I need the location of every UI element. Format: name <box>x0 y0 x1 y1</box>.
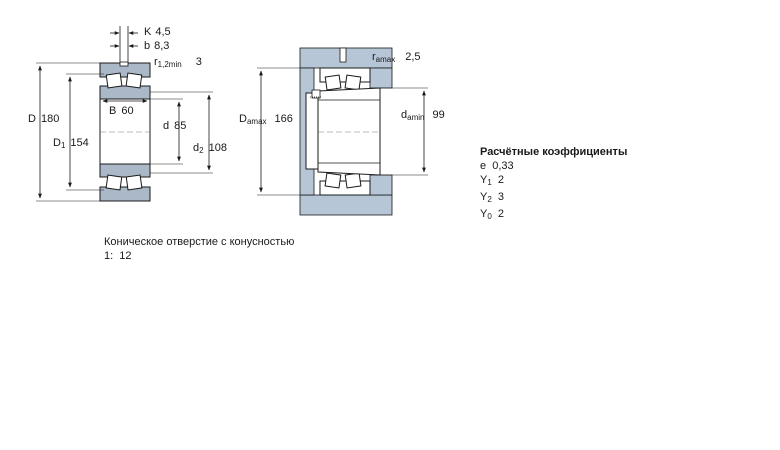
inner-ring-top <box>99 85 151 100</box>
inner-ring-bottom <box>99 163 151 178</box>
d1-dimension <box>66 73 104 191</box>
damax-dimension <box>257 67 300 196</box>
taper-note-line2: 1: 12 <box>104 250 132 262</box>
coef-y0: Y0 2 <box>480 208 505 221</box>
k-b-dimension <box>110 26 138 62</box>
d2-dimension <box>150 91 213 174</box>
roller-bottom-left <box>105 174 123 191</box>
coefficients-title: Расчётные коэффициенты <box>480 146 628 158</box>
roller-top-left <box>105 72 123 89</box>
housing-bottom <box>299 194 393 216</box>
coef-e: e 0,33 <box>480 160 514 172</box>
roller-top-right <box>125 72 143 89</box>
roller-bottom-right <box>125 174 143 191</box>
taper-note-line1: Коническое отверстие с конусностью <box>104 236 295 248</box>
taper-note: Коническое отверстие с конусностью 1: 12 <box>104 235 294 263</box>
d-outer-dimension <box>36 62 100 202</box>
coef-y2: Y2 3 <box>480 191 505 204</box>
mounting-drawing <box>299 47 393 216</box>
coefficients-panel: Расчётные коэффициенты e 0,33 Y1 2 Y2 3 … <box>480 145 627 224</box>
lock-nut <box>305 92 319 170</box>
d-bore-dimension <box>150 98 183 165</box>
damin-dimension <box>380 87 428 176</box>
bearing-cross-section <box>99 61 151 202</box>
outer-ring-bottom <box>99 186 151 202</box>
coef-y1: Y1 2 <box>480 174 505 187</box>
